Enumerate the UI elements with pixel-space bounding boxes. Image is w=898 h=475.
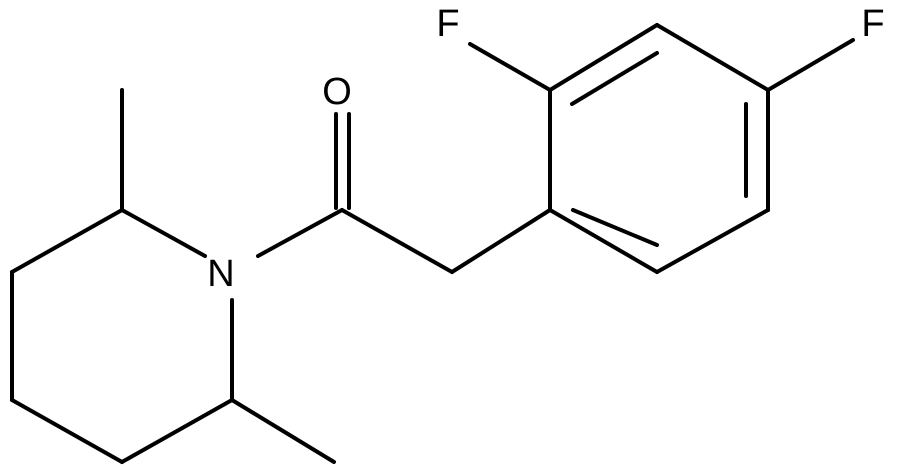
fluorine-para-label: F [861,3,884,45]
bond-c5-c6 [120,398,234,464]
oxygen-label: O [322,71,352,113]
bond-ar3-ar4 [655,23,770,92]
difluorophenyl-ring [468,23,855,274]
bond-c4-c5 [10,398,124,464]
bond-ar6-ar1 [548,208,659,274]
bond-carbonyl-ch2 [340,208,454,274]
bond-n-carbonyl [256,208,344,258]
aromatic-inner-bond-c [571,208,659,247]
bond-ar4-fluorine [766,38,855,92]
bond-ch2-aryl [450,208,552,274]
nitrogen-label: N [207,253,234,295]
bond-c6-methyl [230,398,336,464]
bond-ar2-ar3 [548,23,659,92]
piperidine-ring [10,88,336,464]
aromatic-inner-bond-a [570,51,659,106]
fluorine-ortho-label: F [436,3,459,45]
bond-n-c2 [120,208,207,258]
acyl-linker [256,112,552,274]
bond-ar2-fluorine [468,42,552,92]
bond-c2-c3 [10,208,124,274]
bond-ar5-ar6 [655,208,770,274]
